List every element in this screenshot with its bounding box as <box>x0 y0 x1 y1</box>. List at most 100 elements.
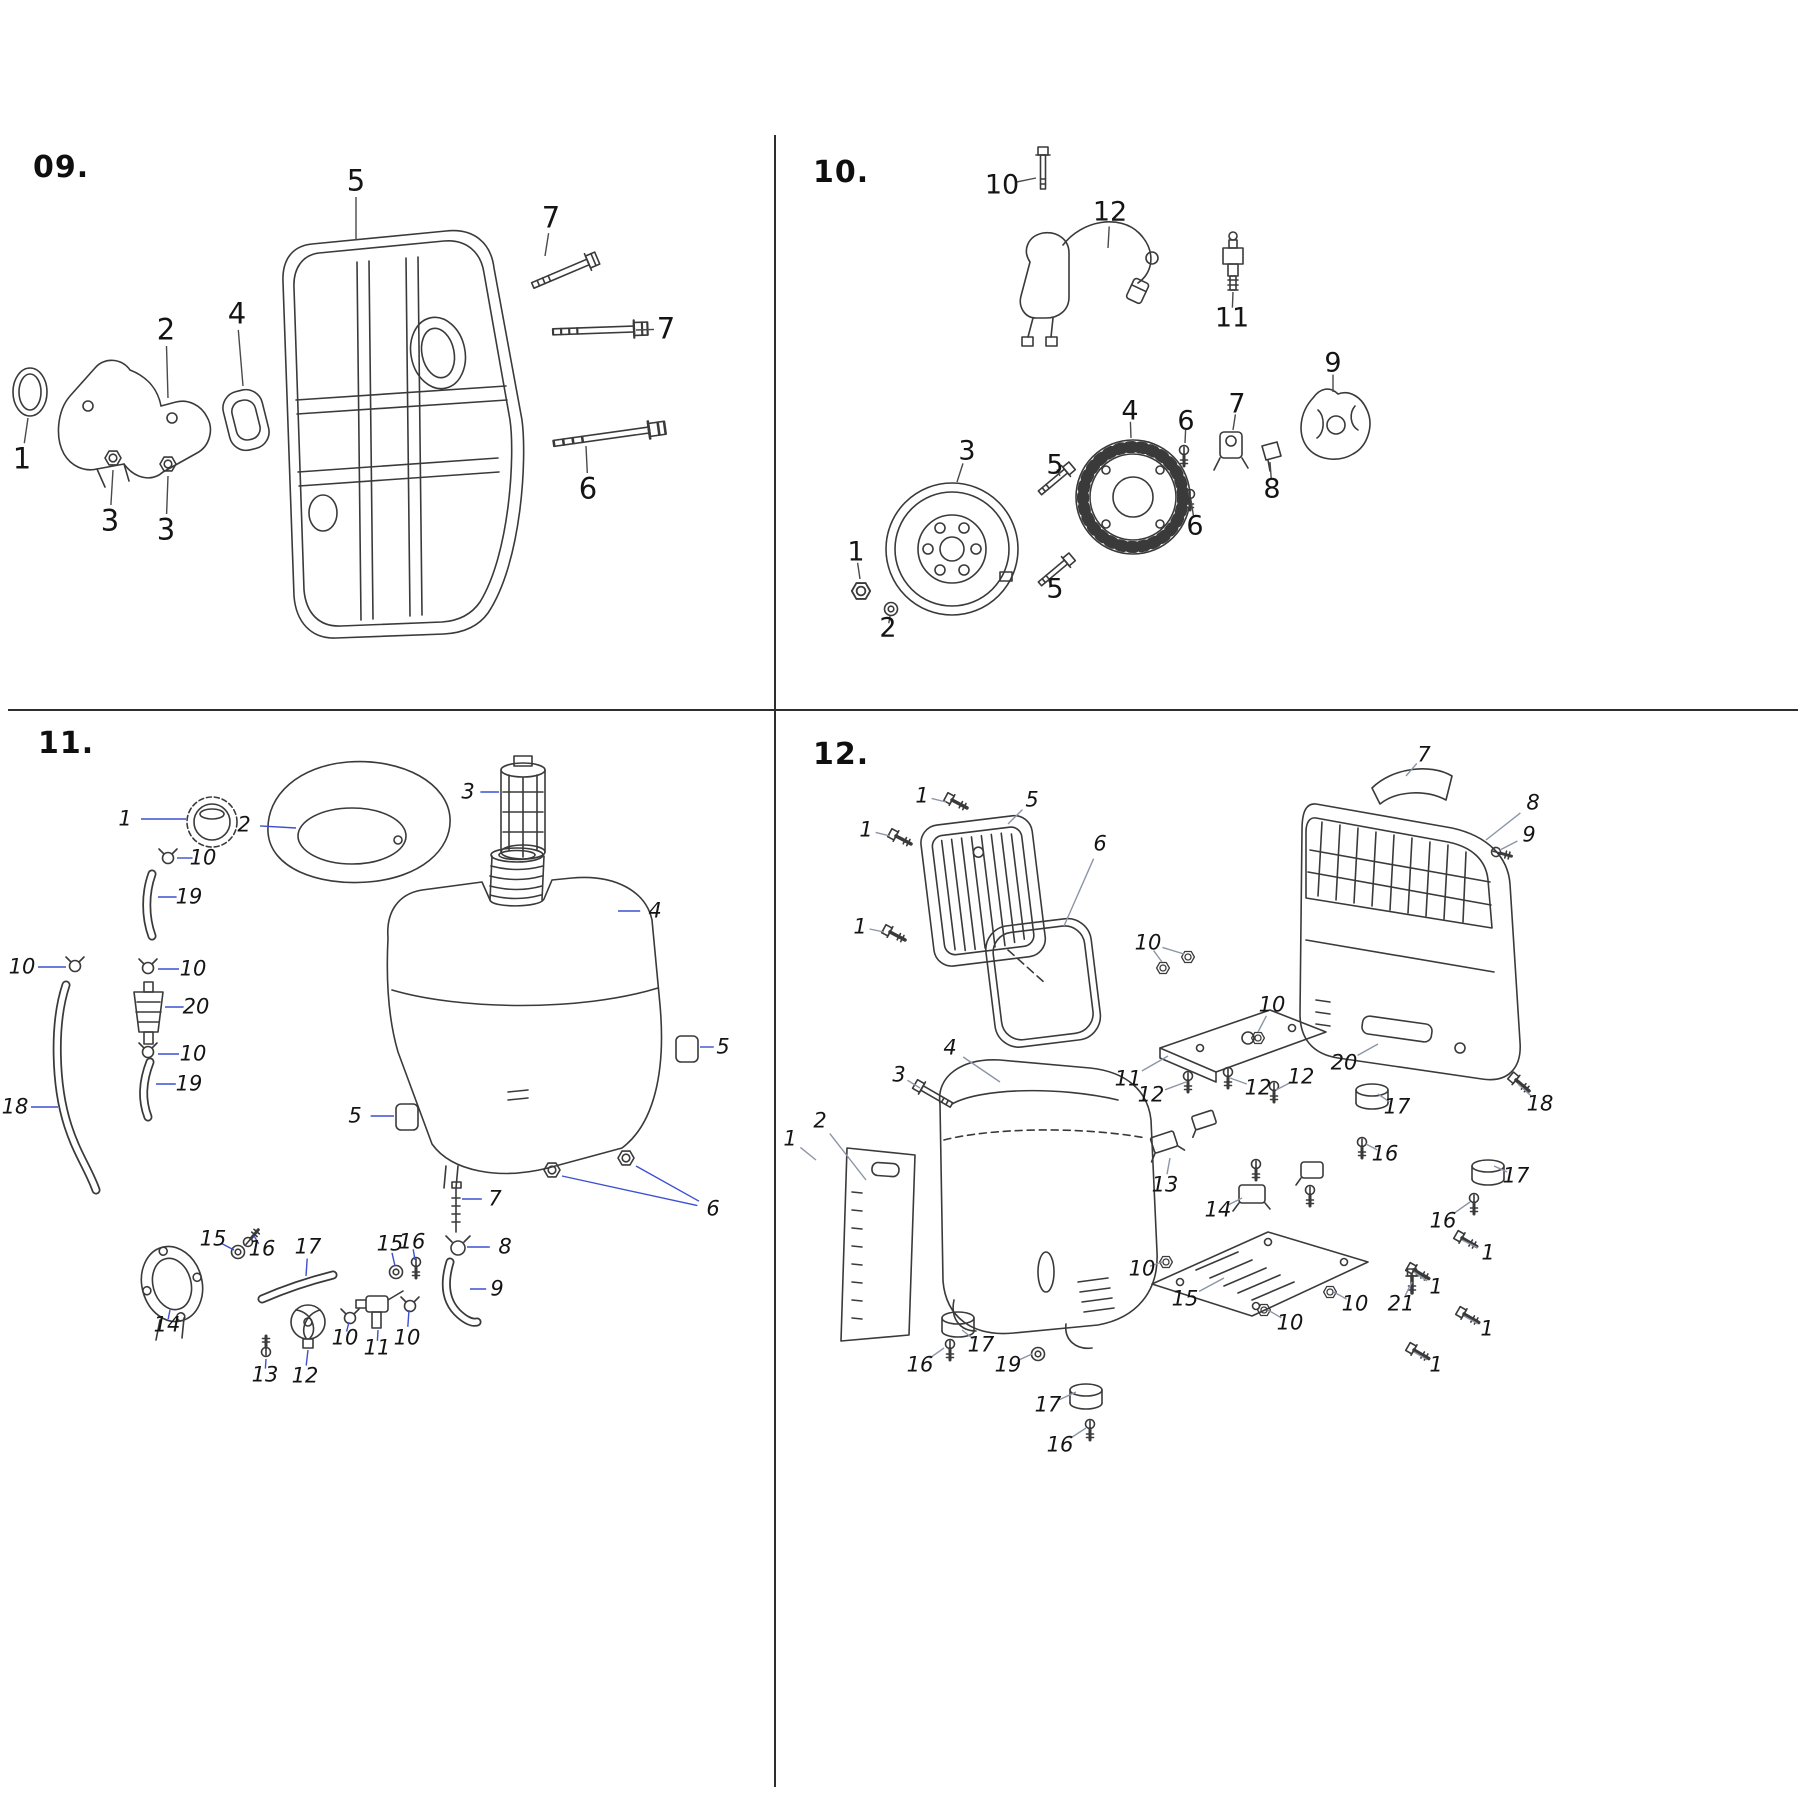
diagram-09 <box>12 229 668 639</box>
callout-s12-part-21: 21 <box>1387 1291 1415 1316</box>
part-muffler-body <box>282 229 525 639</box>
callout-s11-part-2: 2 <box>237 812 251 837</box>
part-top-cover <box>1371 768 1453 805</box>
part-exhaust-seal-ring <box>12 367 48 417</box>
callout-s12-part-1: 1 <box>915 783 929 808</box>
callout-s11-part-12: 12 <box>291 1363 319 1388</box>
callout-s11-part-5: 5 <box>716 1034 730 1059</box>
part-grille-gasket <box>985 917 1102 1048</box>
callout-s12-part-1: 1 <box>1429 1274 1443 1299</box>
callout-s11-part-10: 10 <box>179 1041 207 1066</box>
callout-s12-part-1: 1 <box>783 1126 797 1151</box>
callout-s09-part-4: 4 <box>227 296 247 331</box>
section-label-09: 09. <box>33 150 90 185</box>
part-stator <box>1075 439 1191 555</box>
callout-s12-part-10: 10 <box>1258 992 1286 1017</box>
part-coil-bracket <box>1213 431 1249 471</box>
callout-s12-part-17: 17 <box>1502 1163 1530 1188</box>
callout-s11-part-1: 1 <box>118 806 132 831</box>
part-side-panel <box>840 1147 916 1342</box>
callout-s12-part-17: 17 <box>1383 1094 1411 1119</box>
callout-s11-part-5: 5 <box>348 1103 362 1128</box>
callout-s11-part-15: 15 <box>376 1231 404 1256</box>
section-label-12: 12. <box>813 737 870 772</box>
callout-s09-part-5: 5 <box>346 163 366 198</box>
part-fuel-pump <box>140 1245 204 1341</box>
callout-s12-part-12: 12 <box>1137 1082 1165 1107</box>
part-tank-stud <box>451 1181 462 1233</box>
callout-s11-part-16: 16 <box>248 1236 276 1261</box>
callout-s10-part-6: 6 <box>1186 510 1204 542</box>
callout-s12-part-16: 16 <box>1429 1208 1457 1233</box>
callout-s09-part-3: 3 <box>100 503 120 538</box>
callout-s12-part-10: 10 <box>1134 930 1162 955</box>
callout-s11-part-4: 4 <box>648 898 662 923</box>
part-ignition-coil <box>1019 221 1159 347</box>
callout-s11-part-7: 7 <box>488 1186 502 1211</box>
callout-s12-part-10: 10 <box>1341 1291 1369 1316</box>
section-label-11: 11. <box>38 726 95 761</box>
section-label-10: 10. <box>813 155 870 190</box>
callout-s10-part-8: 8 <box>1263 473 1281 505</box>
callout-s12-part-3: 3 <box>892 1062 906 1087</box>
part-clamp-brackets <box>1149 1109 1324 1212</box>
callout-s10-part-3: 3 <box>958 435 976 467</box>
part-exhaust-manifold <box>57 359 212 488</box>
callout-s12-part-19: 19 <box>994 1352 1022 1377</box>
callout-s12-part-1: 1 <box>859 817 873 842</box>
callout-s12-part-13: 13 <box>1151 1172 1179 1197</box>
callout-s12-part-10: 10 <box>1128 1256 1156 1281</box>
diagram-12 <box>840 768 1535 1442</box>
part-fuel-cap <box>186 796 238 848</box>
part-fuel-hoses <box>52 869 482 1327</box>
callout-s11-part-6: 6 <box>706 1196 720 1221</box>
callout-s12-part-12: 12 <box>1244 1075 1272 1100</box>
callout-s10-part-10: 10 <box>984 169 1020 201</box>
part-front-grille <box>920 814 1047 967</box>
callout-s12-part-16: 16 <box>1046 1432 1074 1457</box>
callout-s11-part-11: 11 <box>363 1335 391 1360</box>
callout-s12-part-1: 1 <box>853 914 867 939</box>
callout-s12-part-20: 20 <box>1330 1050 1358 1075</box>
callout-s10-part-7: 7 <box>1228 388 1246 420</box>
callout-s12-part-6: 6 <box>1093 831 1107 856</box>
callout-s11-part-3: 3 <box>461 779 475 804</box>
callout-s09-part-3: 3 <box>156 512 176 547</box>
callout-s11-part-19: 19 <box>175 1071 203 1096</box>
part-mounting-plate <box>1159 1009 1327 1083</box>
callout-s11-part-19: 19 <box>175 884 203 909</box>
part-spark-plug <box>1222 231 1244 291</box>
callout-s12-part-15: 15 <box>1171 1286 1199 1311</box>
callout-s10-part-12: 12 <box>1092 196 1128 228</box>
part-fuel-valve <box>355 1290 404 1329</box>
callout-s12-part-14: 14 <box>1204 1197 1232 1222</box>
callout-s12-part-17: 17 <box>1034 1392 1062 1417</box>
part-hose-clamp-8 <box>445 1235 471 1256</box>
callout-s10-part-2: 2 <box>879 612 897 644</box>
callout-s10-part-5: 5 <box>1046 573 1064 605</box>
callout-s12-part-1: 1 <box>1429 1352 1443 1377</box>
callout-s11-part-15: 15 <box>199 1226 227 1251</box>
callout-s12-part-1: 1 <box>1481 1240 1495 1265</box>
callout-s12-part-7: 7 <box>1417 742 1431 767</box>
callout-s11-part-8: 8 <box>498 1234 512 1259</box>
callout-s11-part-9: 9 <box>490 1276 504 1301</box>
callout-s12-part-2: 2 <box>813 1108 827 1133</box>
part-fuel-tank <box>386 847 663 1189</box>
callout-s11-part-18: 18 <box>1 1094 29 1119</box>
callout-s10-part-4: 4 <box>1121 395 1139 427</box>
part-tank-cover <box>267 760 451 884</box>
callout-s09-part-7: 7 <box>656 311 676 346</box>
callout-s10-part-1: 1 <box>847 536 865 568</box>
callout-s11-part-10: 10 <box>393 1325 421 1350</box>
callout-s10-part-6: 6 <box>1177 405 1195 437</box>
callout-s10-part-5: 5 <box>1046 449 1064 481</box>
callout-s12-part-11: 11 <box>1114 1066 1142 1091</box>
callout-s12-part-4: 4 <box>943 1035 957 1060</box>
part-pump-impeller <box>290 1304 326 1349</box>
callout-s12-part-16: 16 <box>906 1352 934 1377</box>
callout-s11-part-20: 20 <box>182 994 210 1019</box>
part-rubber-caps <box>395 1035 699 1131</box>
